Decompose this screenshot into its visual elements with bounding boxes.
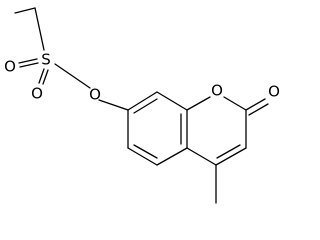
bond-c8-c8a — [156, 91, 188, 111]
bond-c5-c6 — [127, 147, 158, 166]
bond-o1-c2 — [223, 96, 247, 111]
bond-ch2-s — [34, 7, 45, 51]
bond-s-o-lower-2 — [42, 69, 49, 85]
bond-s-o-upper-2 — [19, 62, 39, 68]
benzene-ring — [127, 91, 188, 166]
chemical-structure-diagram: S O O O O O — [4, 7, 280, 204]
carbonyl-group — [245, 98, 269, 116]
bond-c3-c4-inner — [216, 144, 241, 159]
bond-s-o-lower-1 — [38, 68, 45, 84]
bond-c2-o-1 — [245, 98, 266, 111]
bond-c4a-c5 — [156, 147, 188, 166]
bond-o-aryl — [98, 99, 129, 111]
bond-c4-c4a — [186, 147, 217, 166]
ethyl-group — [14, 7, 45, 51]
sulfonyl-oxygen-lower-label: O — [31, 85, 43, 103]
bond-c8a-o1 — [186, 96, 211, 111]
carbonyl-oxygen-label: O — [268, 83, 280, 101]
bond-c7-c8 — [127, 91, 158, 111]
bond-c2-o-2 — [248, 103, 269, 116]
pyranone-ring — [186, 96, 247, 166]
bond-c3-c4 — [215, 147, 247, 166]
ester-oxygen-label: O — [89, 86, 101, 104]
sulfur-label: S — [41, 51, 51, 69]
sulfonyl-group — [18, 58, 91, 89]
bond-c5-c6-inner — [133, 144, 158, 159]
bond-s-o-ester — [54, 63, 91, 89]
bond-c7-c8-inner — [133, 98, 158, 114]
ring-oxygen-label: O — [211, 82, 223, 100]
sulfonyl-oxygen-upper-label: O — [4, 58, 16, 76]
bond-ch3-ch2 — [14, 7, 36, 14]
bond-s-o-upper-1 — [18, 58, 38, 64]
